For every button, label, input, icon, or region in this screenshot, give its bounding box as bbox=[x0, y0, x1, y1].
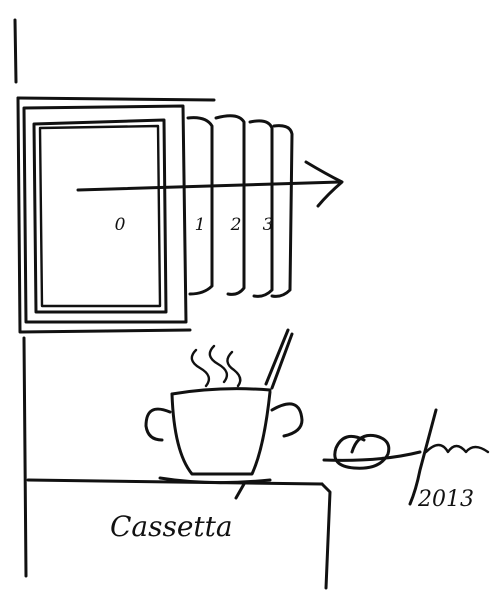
signature-year: 2013 bbox=[417, 487, 474, 512]
frame-label-0: 0 bbox=[115, 215, 126, 235]
timeline-arrow bbox=[78, 162, 342, 206]
spoon-icon bbox=[266, 330, 292, 388]
frame-label-3: 3 bbox=[263, 215, 274, 235]
steam-icon bbox=[192, 346, 240, 386]
stacked-frames bbox=[188, 116, 292, 297]
frame-label-2: 2 bbox=[230, 215, 242, 235]
frame-label-1: 1 bbox=[195, 215, 206, 235]
wall-line-upper bbox=[15, 20, 16, 82]
wall-line-lower bbox=[24, 338, 26, 576]
drawer-label: Cassetta bbox=[110, 510, 233, 543]
